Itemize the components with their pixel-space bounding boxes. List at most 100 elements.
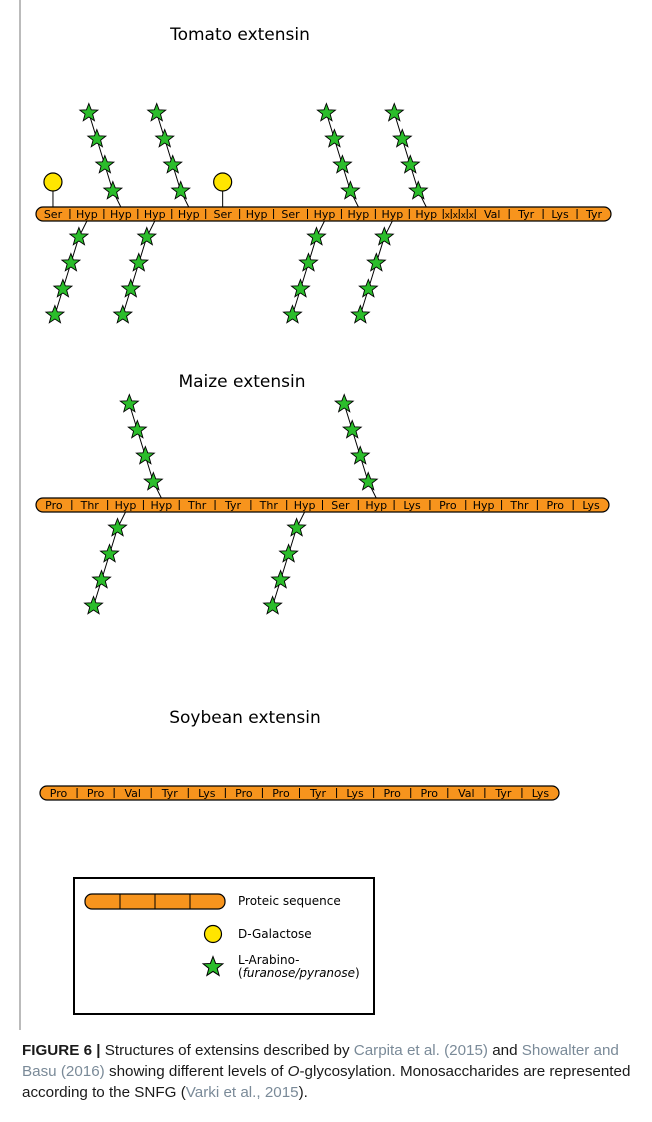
arabinose-star-icon xyxy=(121,279,141,298)
soybean-title: Soybean extensin xyxy=(169,708,321,728)
arabinose-star-icon xyxy=(143,472,163,491)
arabinose-star-icon xyxy=(287,518,307,537)
arabinose-star-icon xyxy=(334,394,354,413)
arabinose-star-icon xyxy=(290,279,310,298)
residue-label: Lys xyxy=(532,787,550,800)
residue-label: Ser xyxy=(331,499,350,512)
arabinose-star-icon xyxy=(113,305,133,324)
residue-label: Hyp xyxy=(348,208,370,221)
residue-label: Thr xyxy=(187,499,207,512)
residue-label: Pro xyxy=(45,499,63,512)
caption-text-3: showing different levels of xyxy=(104,1063,288,1080)
arabinose-star-icon xyxy=(84,596,104,615)
caption-citation-carpita[interactable]: Carpita et al. (2015) xyxy=(353,1042,488,1059)
residue-label: Lys xyxy=(551,208,569,221)
legend-protein-swatch xyxy=(84,893,226,910)
maize-title: Maize extensin xyxy=(178,372,305,392)
residue-label: Pro xyxy=(235,787,253,800)
residue-label: Pro xyxy=(383,787,401,800)
residue-label: x xyxy=(453,211,459,221)
residue-label: Tyr xyxy=(517,208,535,221)
arabinose-star-icon xyxy=(129,253,149,272)
caption-label: FIGURE 6 | xyxy=(22,1042,101,1059)
residue-label: Hyp xyxy=(76,208,98,221)
arabinose-star-icon xyxy=(358,279,378,298)
residue-label: Lys xyxy=(403,499,421,512)
arabinose-star-icon xyxy=(316,103,336,122)
arabinose-star-icon xyxy=(408,181,428,200)
arabinose-star-icon xyxy=(171,181,191,200)
tomato-title: Tomato extensin xyxy=(169,25,310,45)
residue-label: Tyr xyxy=(161,787,179,800)
legend-protein-label: Proteic sequence xyxy=(238,894,341,908)
residue-label: Hyp xyxy=(314,208,336,221)
arabinose-star-icon xyxy=(350,305,370,324)
arabinose-star-icon xyxy=(366,253,386,272)
arabinose-star-icon xyxy=(103,181,123,200)
residue-label: Pro xyxy=(87,787,105,800)
residue-label: Hyp xyxy=(294,499,316,512)
residue-label: Thr xyxy=(80,499,100,512)
residue-label: Pro xyxy=(272,787,290,800)
arabinose-star-icon xyxy=(271,570,291,589)
arabinose-star-icon xyxy=(384,103,404,122)
legend-galactose-label: D-Galactose xyxy=(238,927,312,941)
residue-label: Hyp xyxy=(381,208,403,221)
arabinose-star-icon xyxy=(340,181,360,200)
residue-label: Hyp xyxy=(110,208,132,221)
residue-label: Thr xyxy=(259,499,279,512)
residue-label: Val xyxy=(124,787,140,800)
arabinose-star-icon xyxy=(350,446,370,465)
residue-label: Lys xyxy=(346,787,364,800)
arabinose-star-icon xyxy=(137,227,157,246)
caption-text-1: Structures of extensins described by xyxy=(100,1042,354,1059)
residue-label: Hyp xyxy=(246,208,268,221)
arabinose-star-icon xyxy=(45,305,65,324)
residue-label: Hyp xyxy=(415,208,437,221)
arabinose-star-icon xyxy=(392,129,412,148)
caption-text-5: ). xyxy=(298,1084,308,1101)
arabinose-star-icon xyxy=(135,446,155,465)
residue-label: Lys xyxy=(198,787,216,800)
arabinose-star-icon xyxy=(374,227,394,246)
arabinose-star-icon xyxy=(400,155,420,174)
residue-label: Hyp xyxy=(144,208,166,221)
arabinose-star-icon xyxy=(100,544,120,563)
residue-label: Tyr xyxy=(494,787,512,800)
arabinose-star-icon xyxy=(332,155,352,174)
arabinose-star-icon xyxy=(147,103,167,122)
residue-label: Tyr xyxy=(224,499,242,512)
legend-arabinose-sublabel: (furanose/pyranose) xyxy=(238,966,360,980)
arabinose-star-icon xyxy=(108,518,128,537)
arabinose-star-icon xyxy=(263,596,283,615)
residue-label: Lys xyxy=(582,499,600,512)
galactose-circle xyxy=(43,172,63,192)
residue-label: Pro xyxy=(50,787,68,800)
galactose-circle xyxy=(213,172,233,192)
arabinose-star-icon xyxy=(306,227,326,246)
residue-label: x xyxy=(469,211,475,221)
residue-label: Hyp xyxy=(150,499,172,512)
arabinose-star-icon xyxy=(342,420,362,439)
residue-label: Hyp xyxy=(115,499,137,512)
arabinose-star-icon xyxy=(92,570,112,589)
arabinose-star-icon xyxy=(95,155,115,174)
residue-label: Tyr xyxy=(309,787,327,800)
arabinose-star-icon xyxy=(324,129,344,148)
residue-label: Pro xyxy=(421,787,439,800)
arabinose-star-icon xyxy=(279,544,299,563)
legend-arabinose-label: L-Arabino- xyxy=(238,953,300,967)
caption-citation-showalter[interactable]: Showalter and Basu (2016) xyxy=(22,1042,619,1080)
caption-citation-varki[interactable]: Varki et al., 2015 xyxy=(185,1084,299,1101)
arabinose-star-icon xyxy=(282,305,302,324)
arabinose-star-icon xyxy=(61,253,81,272)
legend-box: Proteic sequence D-Galactose L-Arabino- … xyxy=(73,877,375,1015)
arabinose-star-icon xyxy=(79,103,99,122)
residue-label: Hyp xyxy=(473,499,495,512)
residue-label: Ser xyxy=(44,208,63,221)
residue-label: Val xyxy=(458,787,474,800)
residue-label: Ser xyxy=(214,208,233,221)
